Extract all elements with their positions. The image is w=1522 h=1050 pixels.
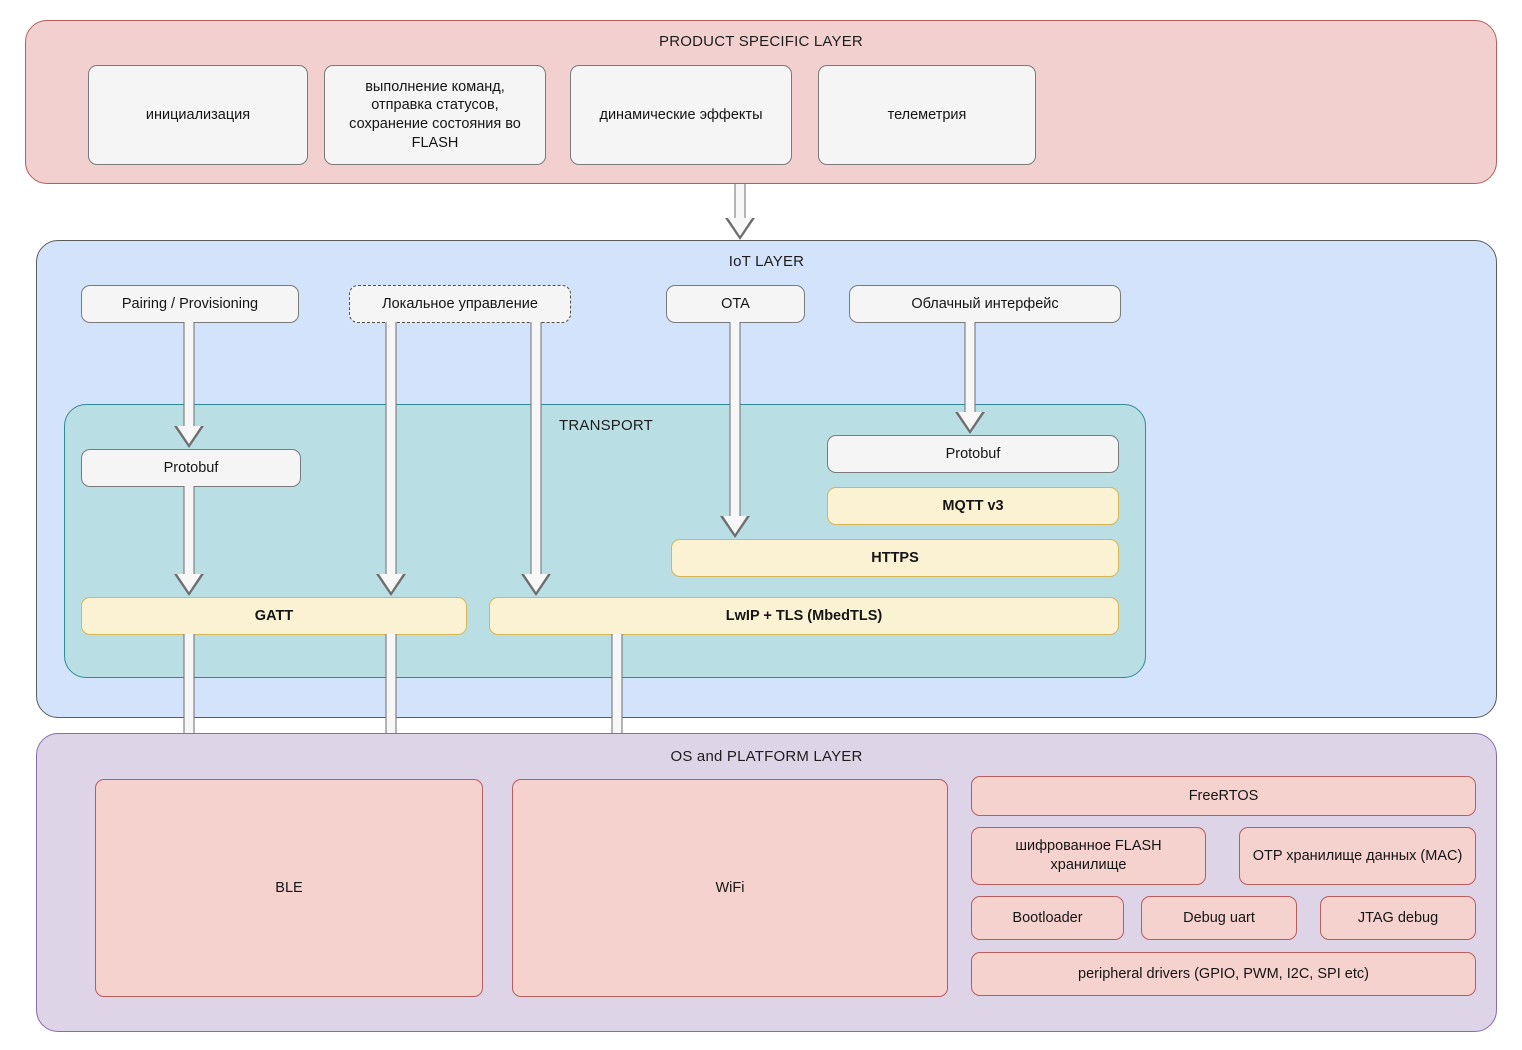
transport-box-protobuf-ble[interactable]: Protobuf	[81, 449, 301, 487]
arrow-ota-to-https	[720, 322, 750, 538]
transport-layer: TRANSPORT Protobuf Protobuf MQTT v3 HTTP…	[64, 404, 1146, 678]
product-box-dynamic-effects[interactable]: динамические эффекты	[570, 65, 792, 165]
os-box-ble[interactable]: BLE	[95, 779, 483, 997]
arrow-local-control-to-gatt	[376, 322, 406, 596]
product-box-telemetry[interactable]: телеметрия	[818, 65, 1036, 165]
transport-box-https[interactable]: HTTPS	[671, 539, 1119, 577]
os-box-peripheral-drivers[interactable]: peripheral drivers (GPIO, PWM, I2C, SPI …	[971, 952, 1476, 996]
product-specific-layer: PRODUCT SPECIFIC LAYER инициализация вып…	[25, 20, 1497, 184]
arrow-protobuf-to-gatt	[174, 486, 204, 596]
iot-box-cloud-interface[interactable]: Облачный интерфейс	[849, 285, 1121, 323]
transport-box-protobuf-cloud[interactable]: Protobuf	[827, 435, 1119, 473]
os-box-jtag-debug[interactable]: JTAG debug	[1320, 896, 1476, 940]
iot-box-ota[interactable]: OTA	[666, 285, 805, 323]
product-box-initialization[interactable]: инициализация	[88, 65, 308, 165]
os-platform-layer: OS and PLATFORM LAYER BLE WiFi FreeRTOS …	[36, 733, 1497, 1032]
product-box-commands[interactable]: выполнение команд, отправка статусов, со…	[324, 65, 546, 165]
arrow-pairing-to-protobuf	[174, 322, 204, 448]
product-layer-title: PRODUCT SPECIFIC LAYER	[659, 33, 863, 50]
transport-box-lwip-tls[interactable]: LwIP + TLS (MbedTLS)	[489, 597, 1119, 635]
transport-box-gatt[interactable]: GATT	[81, 597, 467, 635]
arrow-cloud-to-protobuf	[955, 322, 985, 434]
arrow-product-to-iot	[725, 184, 755, 240]
os-box-encrypted-flash[interactable]: шифрованное FLASH хранилище	[971, 827, 1206, 885]
os-layer-title: OS and PLATFORM LAYER	[670, 748, 863, 765]
transport-box-mqtt[interactable]: MQTT v3	[827, 487, 1119, 525]
os-box-freertos[interactable]: FreeRTOS	[971, 776, 1476, 816]
iot-box-local-control[interactable]: Локальное управление	[349, 285, 571, 323]
transport-layer-title: TRANSPORT	[558, 417, 654, 434]
iot-layer-title: IoT LAYER	[728, 253, 805, 270]
iot-box-pairing-provisioning[interactable]: Pairing / Provisioning	[81, 285, 299, 323]
arrow-local-control-to-lwip	[521, 322, 551, 596]
os-box-wifi[interactable]: WiFi	[512, 779, 948, 997]
os-box-debug-uart[interactable]: Debug uart	[1141, 896, 1297, 940]
os-box-bootloader[interactable]: Bootloader	[971, 896, 1124, 940]
os-box-otp-storage[interactable]: OTP хранилище данных (MAC)	[1239, 827, 1476, 885]
